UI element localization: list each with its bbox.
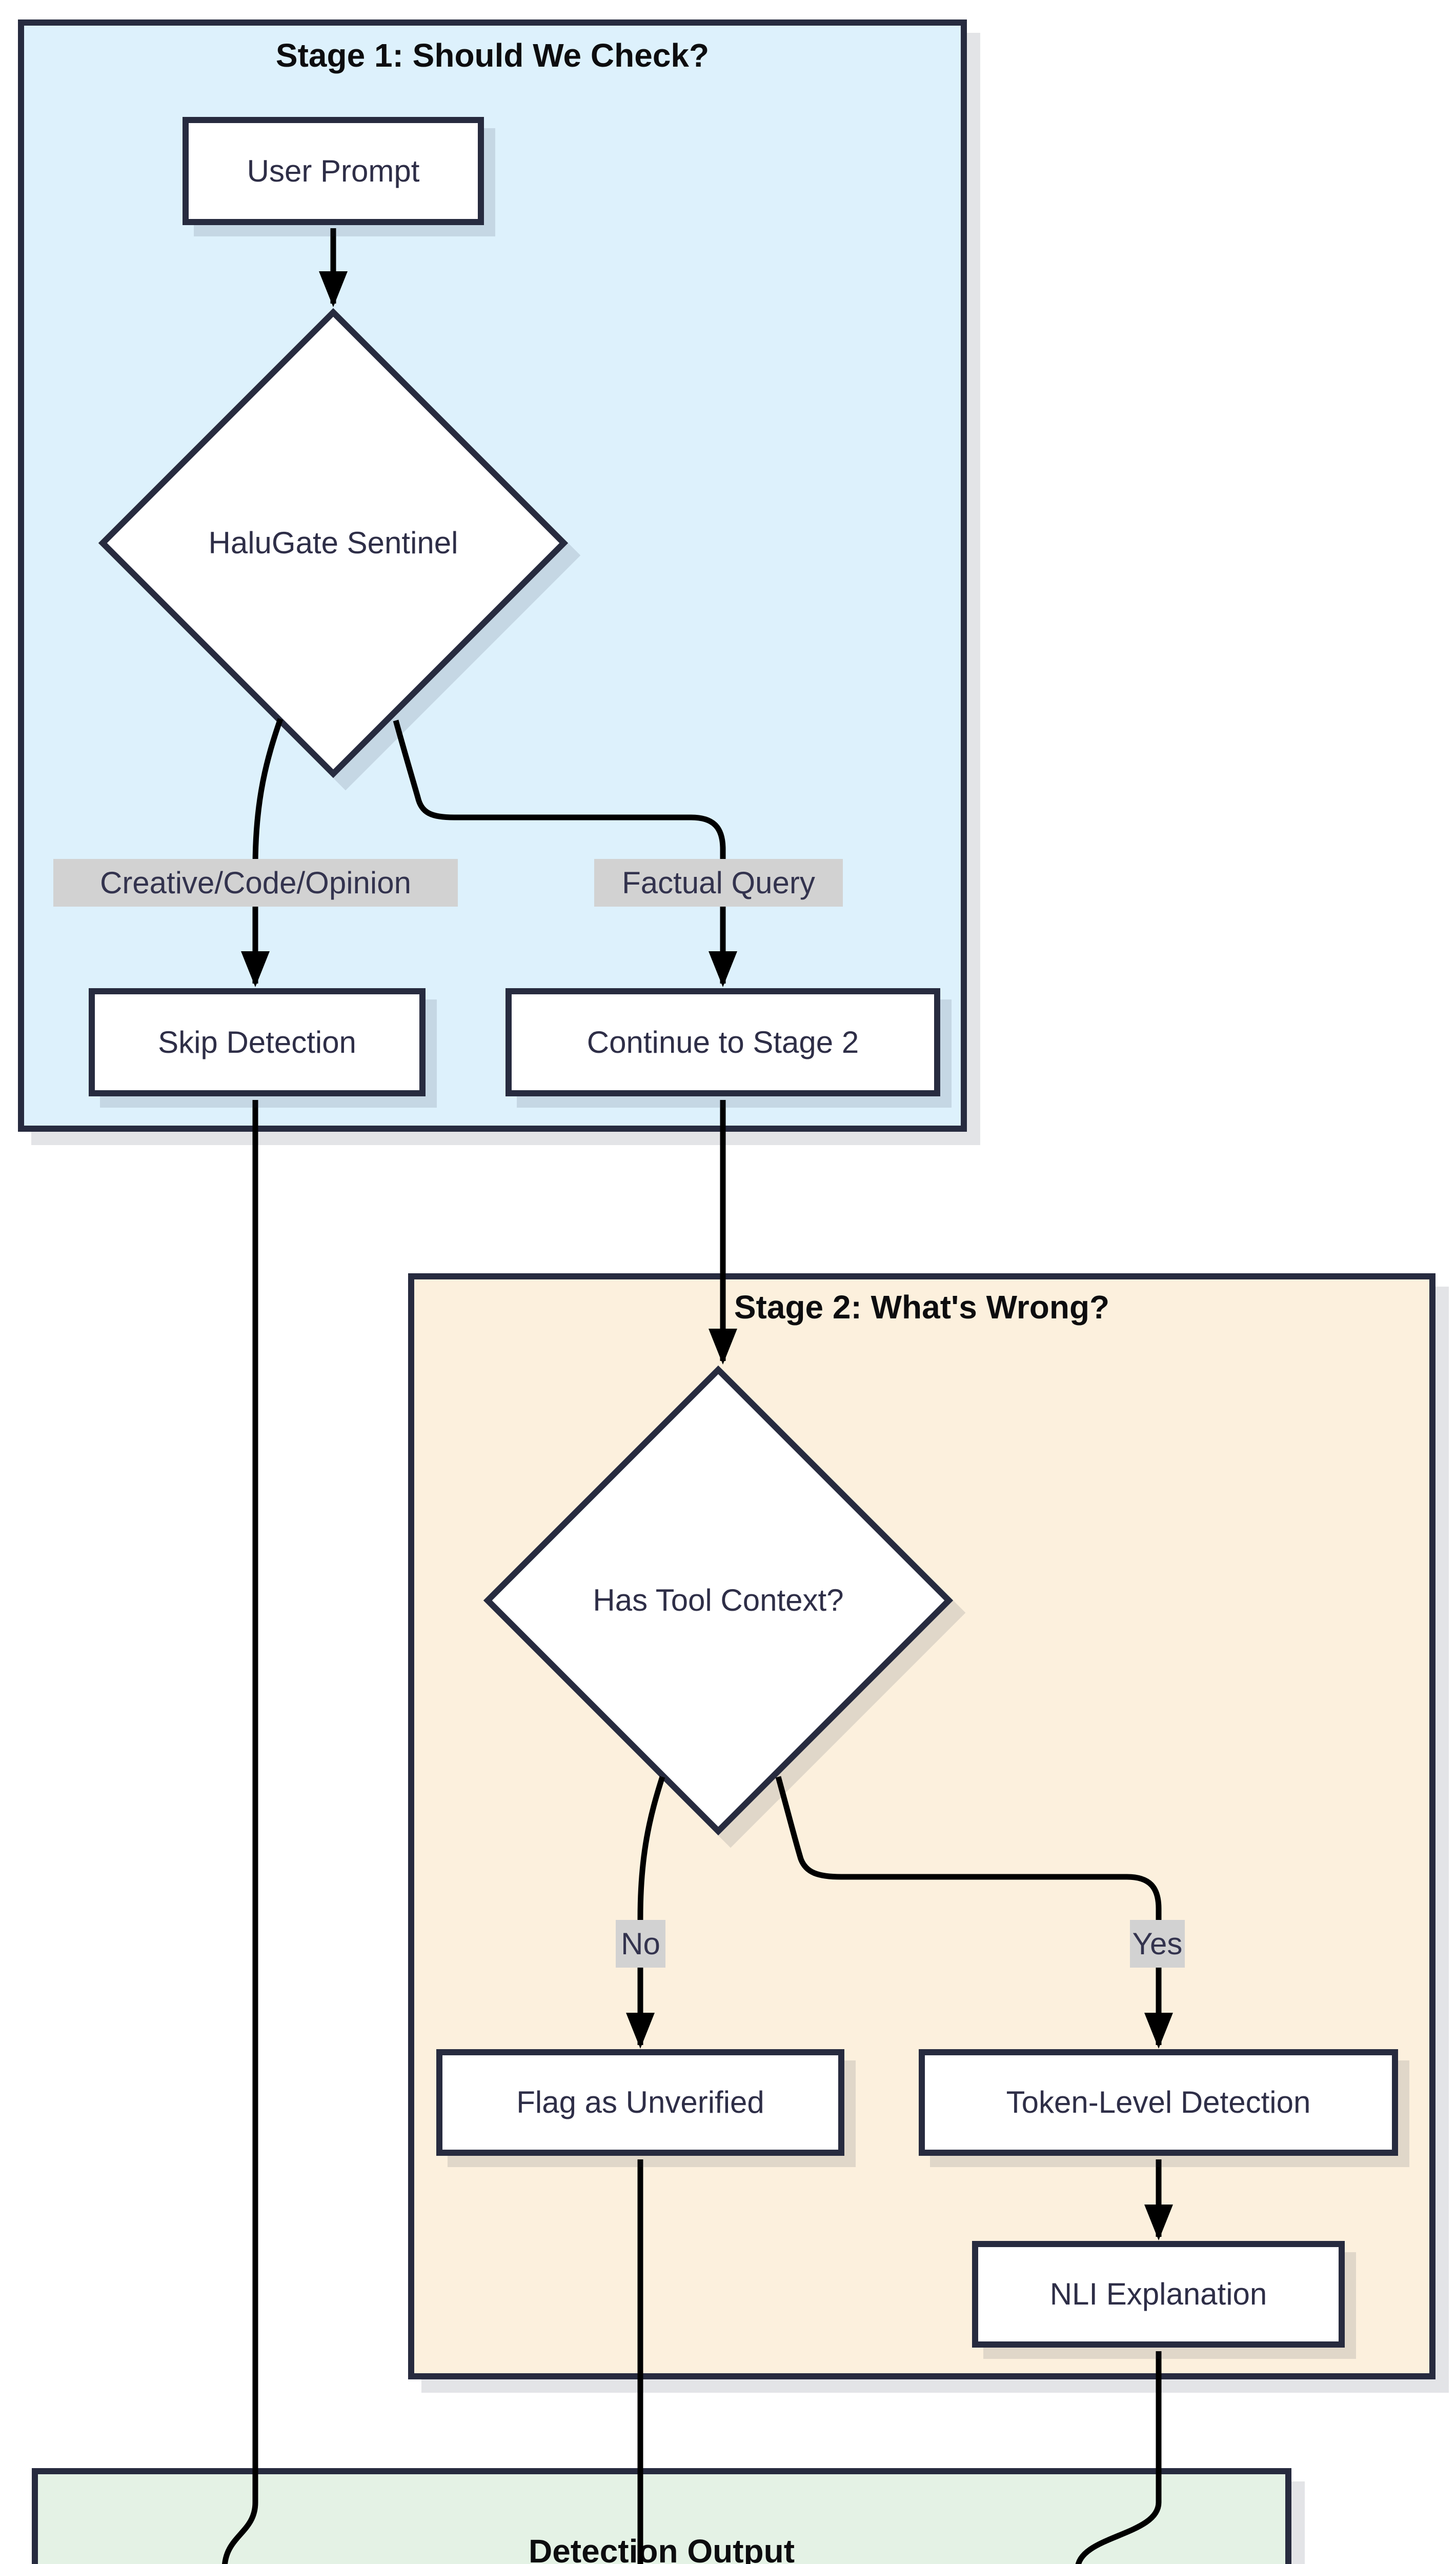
node-continue-stage2: Continue to Stage 2 [505,988,940,1096]
node-nli-explanation: NLI Explanation [972,2241,1345,2348]
node-user-prompt-label: User Prompt [247,153,420,188]
edge-nli-to-detailed-report [1075,2351,1162,2564]
node-token-level-detection: Token-Level Detection [919,2049,1398,2156]
node-continue-stage2-label: Continue to Stage 2 [587,1025,859,1059]
node-halugate-sentinel-label: HaluGate Sentinel [208,526,458,560]
node-flag-as-unverified-label: Flag as Unverified [516,2085,764,2119]
node-user-prompt: User Prompt [183,117,484,225]
node-nli-explanation-label: NLI Explanation [1049,2277,1267,2311]
node-token-level-detection-label: Token-Level Detection [1006,2085,1311,2119]
stage2-title: Stage 2: What's Wrong? [734,1289,1110,1326]
node-has-tool-context-label: Has Tool Context? [593,1583,844,1617]
node-skip-detection: Skip Detection [89,988,426,1096]
edge-label-factual-query: Factual Query [594,859,843,907]
edge-has-tool-context-to-token [775,1776,1173,2049]
detection-output-title: Detection Output [528,2533,795,2564]
stage1-title: Stage 1: Should We Check? [275,37,710,74]
edge-label-yes: Yes [1130,1920,1185,1968]
edge-label-no: No [616,1920,665,1968]
edge-skip-to-pass-through [222,1100,258,2564]
node-skip-detection-label: Skip Detection [158,1025,356,1059]
edge-label-creative-code-opinion: Creative/Code/Opinion [53,859,458,907]
node-flag-as-unverified: Flag as Unverified [436,2049,844,2156]
edge-sentinel-to-skip-detection [241,718,284,987]
node-has-tool-context: Has Tool Context? [483,1365,954,1836]
stage2-container: Stage 2: What's Wrong? [408,1273,1435,2379]
detection-output-container: Detection Output [32,2468,1291,2564]
edge-sentinel-to-continue-stage2 [393,719,737,987]
node-halugate-sentinel: HaluGate Sentinel [98,308,569,778]
edge-has-tool-context-to-flag [626,1776,665,2049]
